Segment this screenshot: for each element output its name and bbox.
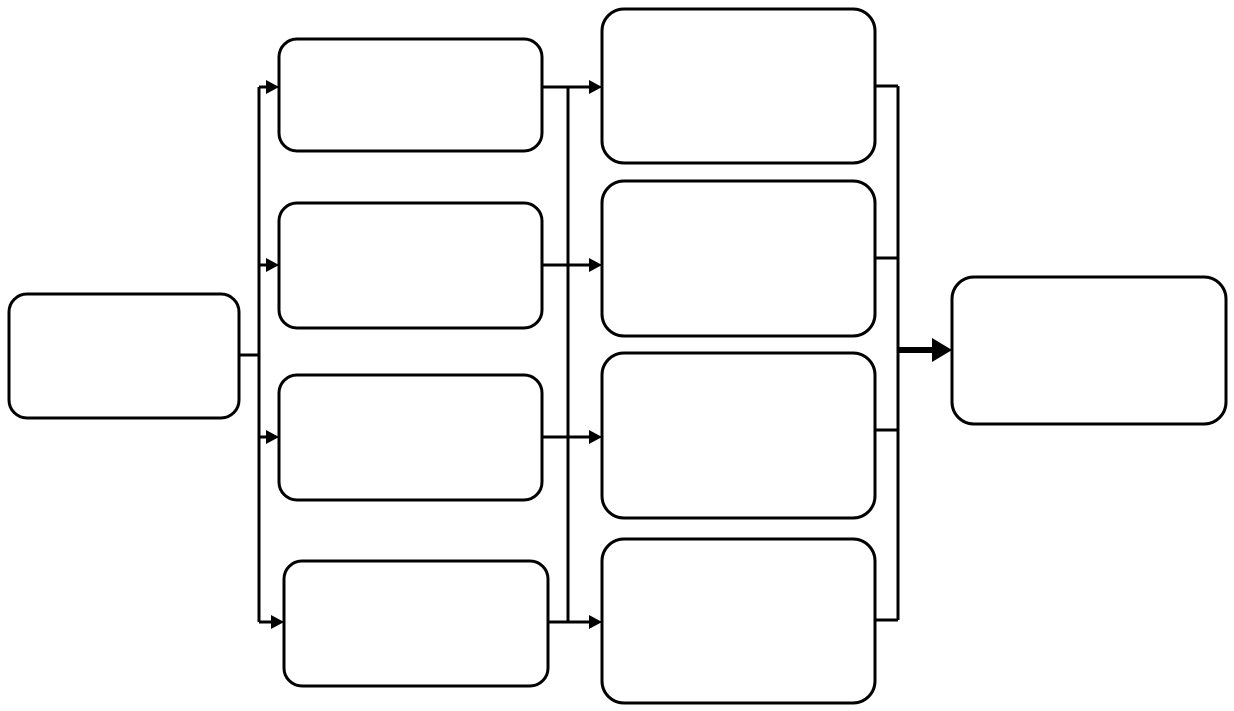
arrowhead-stage-2 (589, 258, 602, 272)
arrowhead-branch-3 (266, 430, 279, 444)
arrowhead-stage-3 (589, 430, 602, 444)
connectors-stages-to-result (875, 84, 952, 622)
node-branch-4 (282, 559, 550, 688)
arrowhead-stage-1 (589, 80, 602, 94)
arrowhead-result (932, 338, 952, 362)
arrowhead-branch-2 (266, 258, 279, 272)
node-group (7, 7, 1228, 705)
node-source (7, 292, 241, 420)
node-stage-1 (600, 7, 877, 165)
connectors-source-to-branches (239, 80, 284, 629)
connectors-branches-to-stages (542, 80, 602, 629)
arrowhead-branch-1 (266, 80, 279, 94)
node-stage-2 (600, 179, 877, 338)
arrowhead-stage-4 (589, 615, 602, 629)
node-result (950, 275, 1228, 426)
arrowhead-branch-4 (271, 615, 284, 629)
node-branch-1 (277, 37, 544, 153)
node-branch-2 (277, 201, 544, 330)
node-stage-3 (600, 351, 877, 520)
node-branch-3 (277, 373, 544, 502)
node-stage-4 (600, 537, 877, 705)
